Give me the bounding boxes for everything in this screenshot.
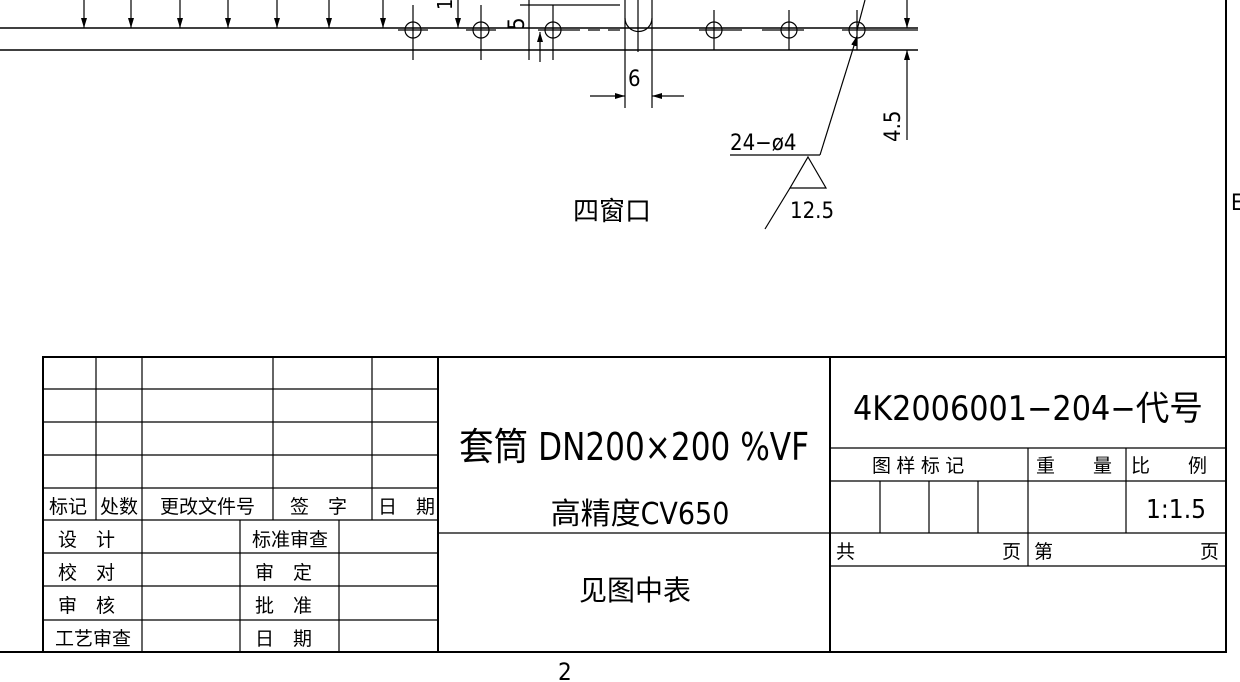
zone-letter: E <box>1231 191 1240 216</box>
part-view: 1 5 6 4.5 24−ø4 12.5 四窗口 <box>0 0 918 230</box>
total-label: 共 <box>836 541 855 563</box>
page-label: 页 <box>1002 541 1021 563</box>
label-design: 设 计 <box>58 529 115 551</box>
label-authorize: 批 准 <box>255 595 312 617</box>
dim-6: 6 <box>628 67 641 92</box>
header-count: 处数 <box>100 496 138 518</box>
roughness-symbol-icon <box>764 155 828 230</box>
slot <box>455 0 684 108</box>
dim-1: 1 <box>433 0 457 10</box>
weight-label: 重 量 <box>1036 455 1112 477</box>
label-approve: 审 定 <box>255 562 312 584</box>
drawing-mark-label: 图 样 标 记 <box>872 455 964 477</box>
sheet-zone-number: 2 <box>558 658 572 682</box>
header-signature: 签 字 <box>290 496 347 518</box>
scale-value: 1:1.5 <box>1146 495 1206 525</box>
part-subtitle: 高精度CV650 <box>551 497 730 532</box>
scale-label: 比 例 <box>1131 455 1207 477</box>
label-review: 审 核 <box>58 595 115 617</box>
hole-callout: 24−ø4 <box>730 131 796 156</box>
roughness-value: 12.5 <box>790 199 834 224</box>
label-check: 校 对 <box>58 562 115 584</box>
part-title: 套筒 DN200×200 %VF <box>459 425 809 469</box>
label-process-review: 工艺审查 <box>55 628 131 650</box>
header-change-doc: 更改文件号 <box>160 496 255 518</box>
label-standard-review: 标准审查 <box>252 529 328 551</box>
label-date: 日 期 <box>255 628 312 650</box>
load-arrows <box>81 0 386 28</box>
hole-leader <box>730 0 866 156</box>
sheet-label: 第 <box>1034 541 1053 563</box>
material: 见图中表 <box>579 574 691 607</box>
header-date: 日 期 <box>378 496 435 518</box>
dim-5: 5 <box>505 17 530 30</box>
page-label-2: 页 <box>1200 541 1219 563</box>
holes <box>398 5 918 60</box>
dim-4-5: 4.5 <box>881 111 906 142</box>
title-block: 标记 处数 更改文件号 签 字 日 期 设 计 校 对 审 核 工艺审查 标准审… <box>42 356 1227 653</box>
header-mark: 标记 <box>49 496 87 518</box>
view-label: 四窗口 <box>573 197 651 227</box>
drawing-number: 4K2006001−204−代号 <box>853 389 1203 429</box>
